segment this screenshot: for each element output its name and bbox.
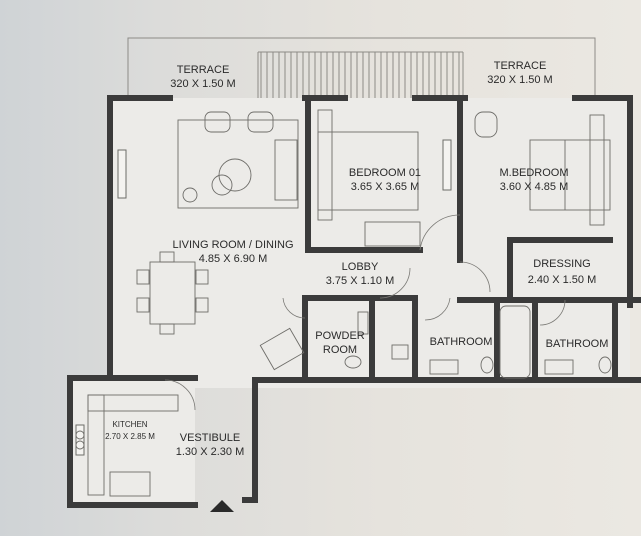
bathtub-icon — [499, 305, 531, 379]
bed-icon — [317, 109, 611, 247]
windows — [75, 139, 452, 456]
powder-room-label-2: ROOM — [323, 344, 357, 356]
sofa-icon — [177, 111, 299, 209]
terrace-outline — [127, 37, 596, 98]
sink-icon — [357, 311, 574, 375]
bathroom-left-label: BATHROOM — [430, 336, 493, 348]
kitchen-label: KITCHEN — [112, 420, 147, 429]
terrace-right-label: TERRACE — [494, 60, 547, 72]
vestibule-label: VESTIBULE — [180, 432, 241, 444]
entry-arrow-icon — [210, 500, 234, 512]
living-room-label: LIVING ROOM / DINING — [172, 239, 293, 251]
bedroom-label: BEDROOM 01 — [349, 167, 421, 179]
kitchen-counter — [75, 394, 179, 497]
living-room-size: 4.85 X 6.90 M — [199, 253, 268, 265]
bedroom-size: 3.65 X 3.65 M — [351, 181, 420, 193]
dressing-size: 2.40 X 1.50 M — [528, 274, 597, 286]
walls — [67, 95, 641, 508]
terrace-left-size: 320 X 1.50 M — [170, 78, 235, 90]
powder-room-label: POWDER — [315, 330, 365, 342]
master-bedroom-label: M.BEDROOM — [499, 167, 568, 179]
lobby-label: LOBBY — [342, 261, 379, 273]
toilet-icon — [344, 355, 612, 374]
terrace-right-size: 320 X 1.50 M — [487, 74, 552, 86]
dining-table-icon — [136, 251, 305, 371]
vestibule-size: 1.30 X 2.30 M — [176, 446, 245, 458]
master-bedroom-size: 3.60 X 4.85 M — [500, 181, 569, 193]
lobby-size: 3.75 X 1.10 M — [326, 275, 395, 287]
bathroom-right-label: BATHROOM — [546, 338, 609, 350]
dressing-label: DRESSING — [533, 258, 590, 270]
kitchen-size: 2.70 X 2.85 M — [105, 432, 155, 441]
terrace-left-label: TERRACE — [177, 64, 230, 76]
door-swings — [164, 214, 566, 411]
